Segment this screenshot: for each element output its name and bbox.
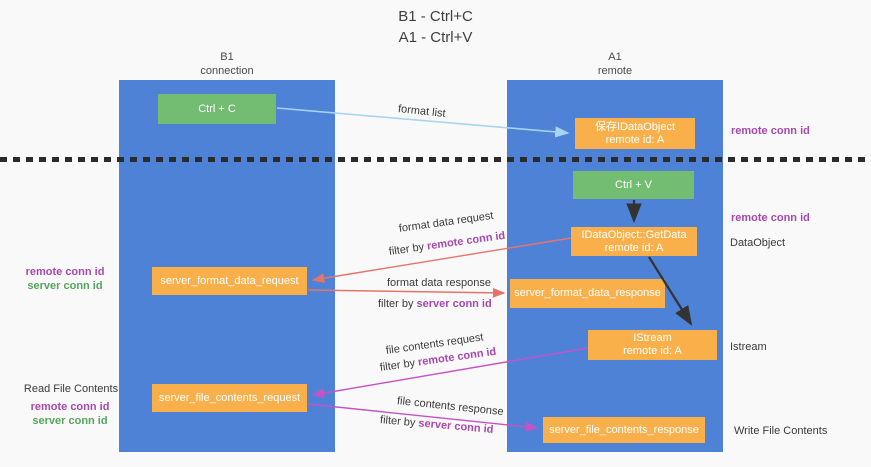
node-save-idataobject-line2: remote id: A <box>605 133 665 146</box>
annotation-istream: Istream <box>730 341 767 353</box>
filter-key-server-conn-id: server conn id <box>417 417 494 436</box>
remote-conn-id-label: remote conn id <box>30 401 110 413</box>
node-file-response-label: server_file_contents_response <box>549 423 699 436</box>
annotation-dataobject: DataObject <box>730 237 786 249</box>
title-line-1: B1 - Ctrl+C <box>398 8 473 25</box>
node-istream: IStream remote id: A <box>588 330 717 360</box>
server-conn-id-label: server conn id <box>27 280 103 292</box>
lane-header-b1: B1 connection <box>119 50 335 78</box>
annotation-write-file-contents: Write File Contents <box>734 425 828 437</box>
node-getdata-line2: remote id: A <box>604 241 664 254</box>
filter-key-remote-conn-id: remote conn id <box>426 229 506 253</box>
label-filter-format-response: filter by server conn id <box>378 298 492 311</box>
filter-by-prefix: filter by <box>388 240 428 258</box>
node-ctrl-c-label: Ctrl + C <box>198 102 236 115</box>
lane-b1-name: B1 <box>220 51 234 63</box>
node-server-file-contents-response: server_file_contents_response <box>543 417 705 443</box>
label-format-data-request: format data request <box>398 209 495 235</box>
node-file-request-label: server_file_contents_request <box>158 391 301 404</box>
filter-by-prefix: filter by <box>378 298 417 310</box>
node-server-file-contents-request: server_file_contents_request <box>152 384 307 412</box>
annotation-file-conn-ids: remote conn id server conn id <box>20 400 120 428</box>
title-line-2: A1 - Ctrl+V <box>398 29 473 46</box>
node-save-idataobject: 保存IDataObject remote id: A <box>575 118 695 149</box>
annotation-remote-conn-id-top: remote conn id <box>731 125 810 137</box>
label-format-list: format list <box>397 103 447 120</box>
lane-header-a1: A1 remote <box>507 50 723 78</box>
node-ctrl-v-label: Ctrl + V <box>615 178 652 191</box>
annotation-remote-conn-id-mid: remote conn id <box>731 212 810 224</box>
lane-b1-role: connection <box>200 65 254 77</box>
label-filter-file-response: filter by server conn id <box>379 414 494 437</box>
server-conn-id-label: server conn id <box>32 415 108 427</box>
node-istream-line1: IStream <box>633 332 672 344</box>
diagram-title: B1 - Ctrl+C A1 - Ctrl+V <box>0 6 871 48</box>
node-format-response-label: server_format_data_response <box>514 287 661 299</box>
filter-key-server-conn-id: server conn id <box>416 298 492 310</box>
node-istream-line2: remote id: A <box>623 345 682 357</box>
remote-conn-id-label: remote conn id <box>25 266 105 278</box>
annotation-read-file-contents: Read File Contents <box>23 383 119 395</box>
node-idataobject-getdata: IDataObject::GetData remote id: A <box>571 227 697 256</box>
lane-a1-name: A1 <box>608 51 622 63</box>
node-ctrl-c: Ctrl + C <box>158 94 276 124</box>
label-file-contents-response: file contents response <box>396 395 505 419</box>
node-format-request-label: server_format_data_request <box>160 274 299 287</box>
node-save-idataobject-line1: 保存IDataObject <box>594 120 676 133</box>
node-server-format-data-response: server_format_data_response <box>510 279 665 308</box>
node-ctrl-v: Ctrl + V <box>573 171 694 199</box>
arrow-format-data-response <box>307 287 506 298</box>
annotation-format-conn-ids: remote conn id server conn id <box>15 265 115 293</box>
filter-by-prefix: filter by <box>379 414 419 430</box>
node-getdata-line1: IDataObject::GetData <box>581 228 687 241</box>
lane-a1-role: remote <box>597 65 633 77</box>
node-server-format-data-request: server_format_data_request <box>152 267 307 295</box>
label-format-data-response: format data response <box>387 277 491 289</box>
filter-by-prefix: filter by <box>379 356 419 374</box>
dashed-divider <box>0 157 871 162</box>
